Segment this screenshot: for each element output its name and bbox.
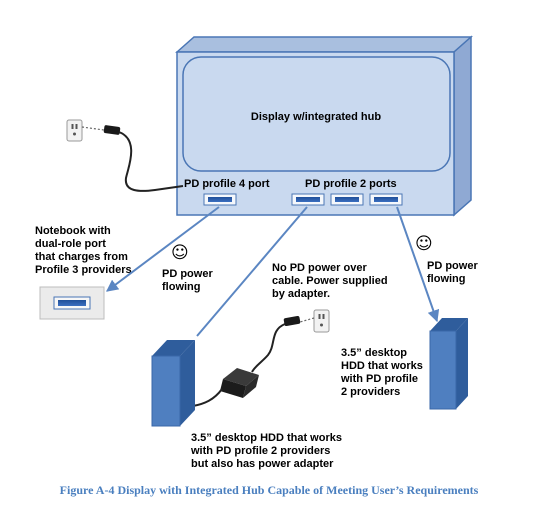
notebook-label: Notebook with dual-role port that charge… bbox=[35, 225, 132, 276]
hdd-right-line-2: HDD that works bbox=[341, 360, 423, 372]
display-power-cable bbox=[118, 131, 184, 192]
display-label: Display w/integrated hub bbox=[251, 111, 381, 123]
hdd-left-icon bbox=[151, 340, 195, 427]
usb-port-profile2-a bbox=[291, 193, 325, 206]
hdd-left-line-2: with PD profile 2 providers bbox=[190, 445, 330, 457]
adapter-to-hdd-cable bbox=[192, 388, 223, 407]
hdd-right-line-4: 2 providers bbox=[341, 386, 400, 398]
cable-to-left-hdd bbox=[196, 206, 308, 337]
figure-caption: Figure A-4 Display with Integrated Hub C… bbox=[60, 483, 479, 497]
hdd-left-line-3: but also has power adapter bbox=[191, 458, 334, 470]
middle-note-line-1: No PD power over bbox=[272, 262, 367, 274]
arrow-to-right-hdd bbox=[396, 206, 440, 323]
notebook-port-icon bbox=[39, 286, 105, 320]
notebook-line-3: that charges from bbox=[35, 251, 128, 263]
adapter-cable bbox=[251, 323, 286, 373]
hdd-left-line-1: 3.5” desktop HDD that works bbox=[191, 432, 342, 444]
wall-outlet-adapter-icon bbox=[283, 309, 330, 333]
hdd-right-line-3: with PD profile bbox=[340, 373, 418, 385]
right-power-line-2: flowing bbox=[427, 273, 466, 285]
right-power-line-1: PD power bbox=[427, 260, 478, 272]
power-adapter-icon bbox=[220, 368, 259, 398]
usb-port-profile4 bbox=[203, 193, 237, 206]
arrow-to-notebook bbox=[106, 206, 220, 292]
usb-port-profile2-c bbox=[369, 193, 403, 206]
port-label-profile4: PD profile 4 port bbox=[184, 178, 270, 190]
display-screen bbox=[182, 56, 451, 172]
smiley-left-icon: ☺ bbox=[171, 243, 189, 263]
middle-note-line-3: by adapter. bbox=[272, 288, 330, 300]
notebook-line-1: Notebook with bbox=[35, 225, 111, 237]
middle-note-line-2: cable. Power supplied bbox=[272, 275, 388, 287]
left-power-line-1: PD power bbox=[162, 268, 213, 280]
usb-port-profile2-b bbox=[330, 193, 364, 206]
left-power-line-2: flowing bbox=[162, 281, 201, 293]
hdd-right-line-1: 3.5” desktop bbox=[341, 347, 407, 359]
smiley-right-icon: ☺ bbox=[415, 234, 433, 254]
hdd-right-icon bbox=[429, 318, 468, 410]
port-label-profile2: PD profile 2 ports bbox=[305, 178, 397, 190]
display-monitor: Display w/integrated hub PD profile 4 po… bbox=[175, 35, 473, 217]
wall-outlet-display-icon bbox=[66, 119, 121, 142]
notebook-line-4: Profile 3 providers bbox=[35, 264, 132, 276]
display-top-face bbox=[175, 36, 473, 53]
display-side-face bbox=[453, 35, 472, 217]
notebook-line-2: dual-role port bbox=[35, 238, 106, 250]
